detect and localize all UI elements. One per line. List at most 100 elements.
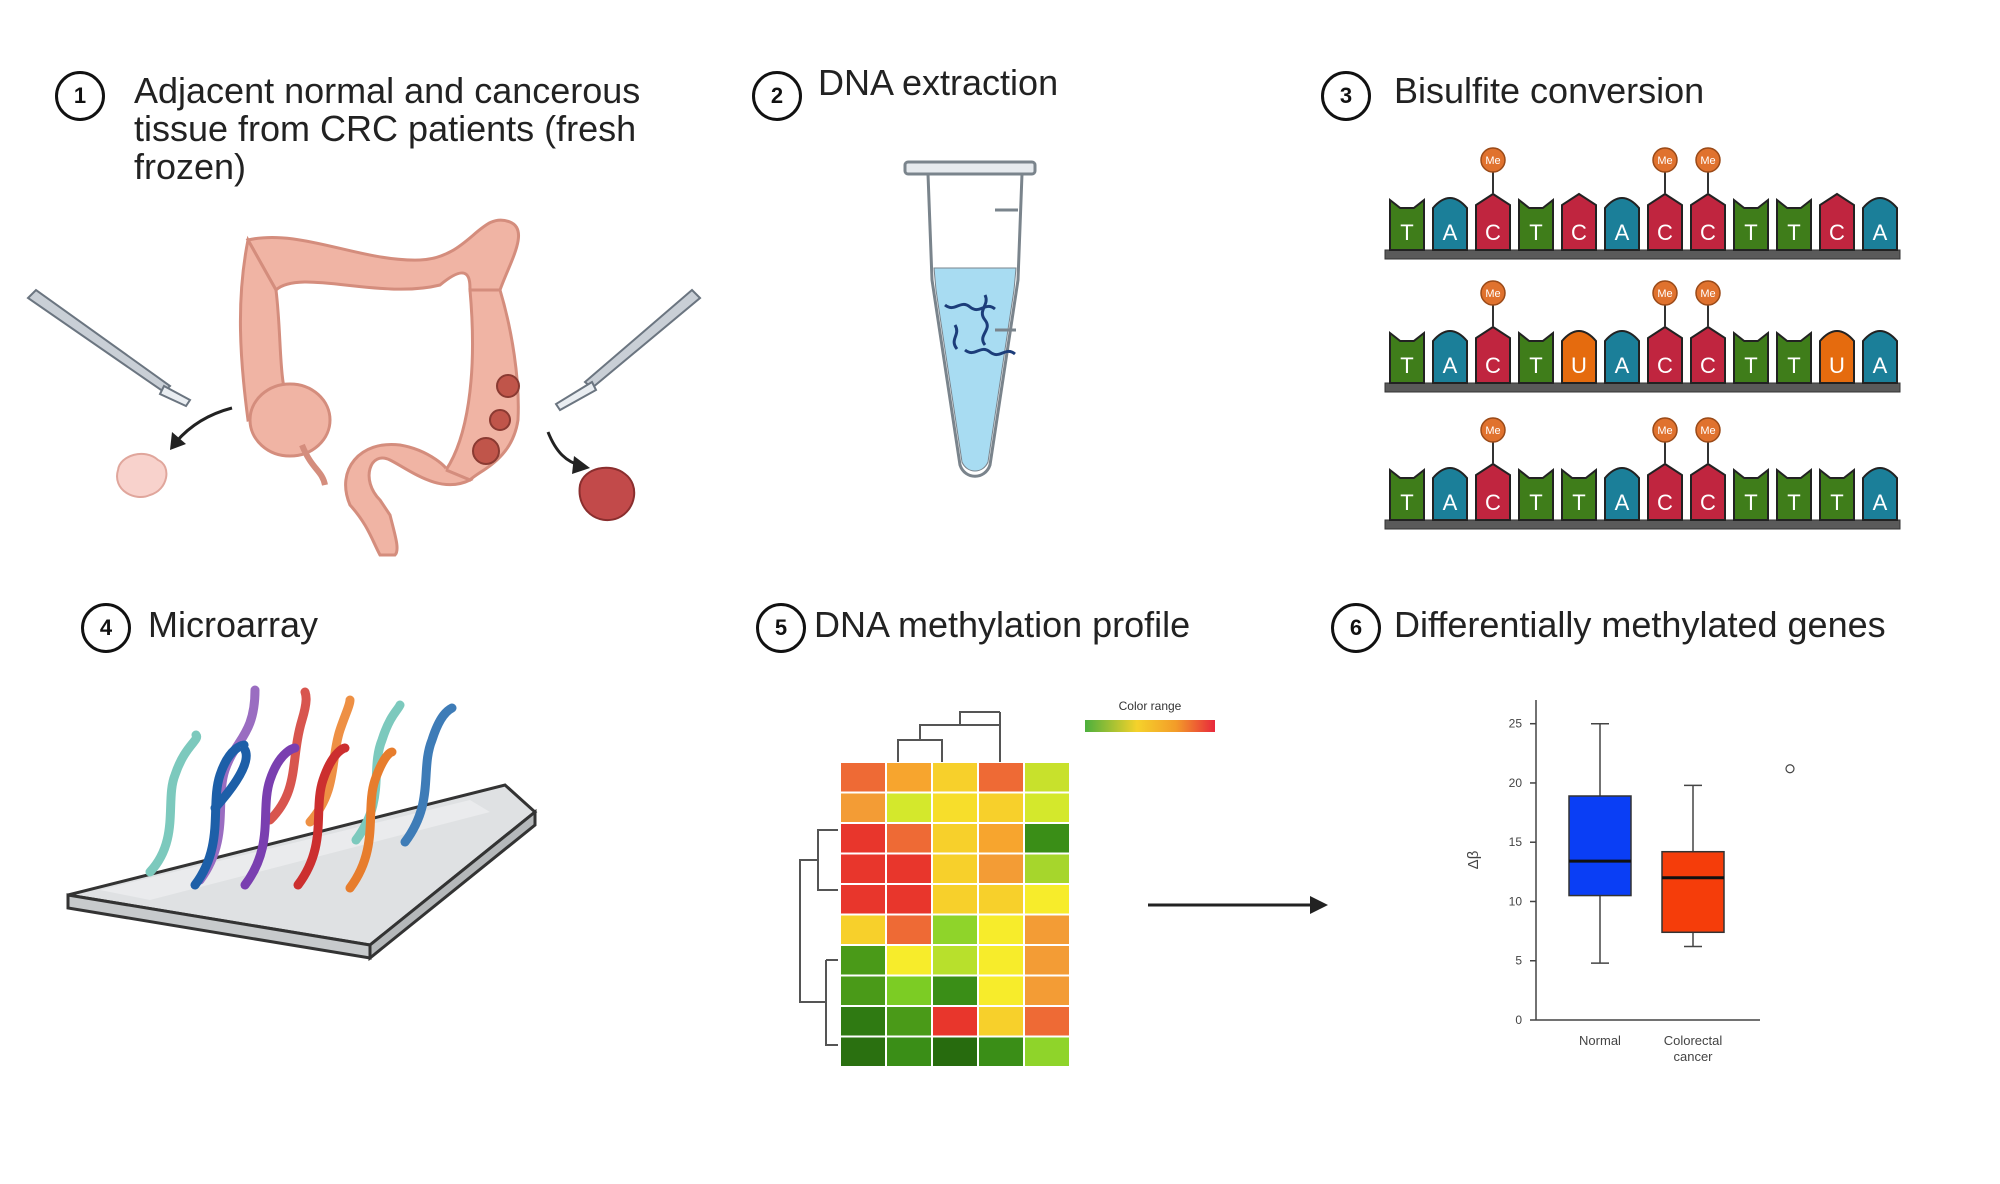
heatmap-cell (931, 1035, 979, 1068)
nucleotide-base (1776, 197, 1812, 251)
nucleotide-base (1733, 467, 1769, 521)
methyl-group-icon (1480, 417, 1506, 443)
step-3-number: 3 (1321, 71, 1371, 121)
nucleotide-base (1604, 330, 1640, 384)
heatmap-cell (1023, 822, 1071, 855)
nucleotide-base (1475, 192, 1511, 251)
heatmap-cell (977, 1035, 1025, 1068)
nucleotide-base (1604, 197, 1640, 251)
scalpel-left-icon (26, 288, 192, 408)
heatmap-cell (885, 791, 933, 824)
heatmap-cell (931, 852, 979, 885)
heatmap-cell (839, 822, 887, 855)
heatmap-cell (885, 974, 933, 1007)
heatmap-cell (931, 761, 979, 794)
nucleotide-base (1862, 330, 1898, 384)
heatmap-cell (931, 883, 979, 916)
nucleotide-letter: T (1744, 220, 1757, 245)
heatmap-cell (977, 852, 1025, 885)
strand-backbone (1384, 382, 1901, 393)
nucleotide-base (1733, 197, 1769, 251)
methyl-label: Me (1657, 155, 1672, 167)
methyl-label: Me (1485, 288, 1500, 300)
heatmap-cell (1023, 1035, 1071, 1068)
nucleotide-letter: A (1443, 490, 1458, 515)
y-tick-label: 25 (1509, 717, 1523, 731)
nucleotide-letter: T (1787, 220, 1800, 245)
nucleotide-base (1776, 330, 1812, 384)
methyl-label: Me (1700, 288, 1715, 300)
nucleotide-letter: T (1787, 353, 1800, 378)
step-3-title: Bisulfite conversion (1394, 70, 1705, 111)
nucleotide-letter: C (1485, 490, 1501, 515)
step-5-number: 5 (756, 603, 806, 653)
methyl-label: Me (1700, 155, 1715, 167)
nucleotide-base (1733, 330, 1769, 384)
nucleotide-base (1561, 192, 1597, 251)
heatmap-cell (1023, 852, 1071, 885)
heatmap-cell (931, 1005, 979, 1038)
microarray-slide-icon (66, 685, 538, 962)
heatmap-cell (931, 944, 979, 977)
heatmap-cell (839, 761, 887, 794)
heatmap-cell (1023, 913, 1071, 946)
heatmap-cell (839, 1035, 887, 1068)
step-2-number: 2 (752, 71, 802, 121)
heatmap-cell (1023, 791, 1071, 824)
methyl-group-icon (1695, 417, 1721, 443)
nucleotide-base (1690, 192, 1726, 251)
nucleotide-base (1819, 192, 1855, 251)
heatmap-cell (977, 913, 1025, 946)
nucleotide-letter: C (1700, 220, 1716, 245)
x-tick-label: cancer (1673, 1049, 1713, 1064)
nucleotide-letter: A (1443, 353, 1458, 378)
nucleotide-letter: C (1657, 353, 1673, 378)
nucleotide-base (1776, 467, 1812, 521)
nucleotide-letter: U (1571, 353, 1587, 378)
heatmap-cell (839, 852, 887, 885)
heatmap-cell (977, 761, 1025, 794)
methyl-label: Me (1700, 425, 1715, 437)
step-5-title: DNA methylation profile (814, 604, 1191, 645)
nucleotide-base (1518, 330, 1554, 384)
y-tick-label: 15 (1509, 835, 1523, 849)
nucleotide-letter: A (1615, 220, 1630, 245)
nucleotide-letter: T (1529, 353, 1542, 378)
y-tick-label: 20 (1509, 776, 1523, 790)
nucleotide-base (1690, 325, 1726, 384)
nucleotide-base (1389, 197, 1425, 251)
heatmap-cell (885, 822, 933, 855)
step-1-title: Adjacent normal and cancerous tissue fro… (134, 70, 641, 187)
nucleotide-base (1561, 467, 1597, 521)
heatmap-cell (885, 913, 933, 946)
nucleotide-base (1690, 462, 1726, 521)
heatmap-cell (977, 883, 1025, 916)
nucleotide-letter: C (1829, 220, 1845, 245)
box-colorectal-cancer (1661, 850, 1725, 934)
nucleotide-base (1819, 467, 1855, 521)
nucleotide-letter: A (1443, 220, 1458, 245)
x-tick-label: Normal (1579, 1033, 1621, 1048)
heatmap-cell (839, 791, 887, 824)
heatmap-cell (839, 1005, 887, 1038)
nucleotide-letter: T (1529, 490, 1542, 515)
methyl-label: Me (1485, 155, 1500, 167)
nucleotide-letter: A (1615, 353, 1630, 378)
heatmap-cell (931, 791, 979, 824)
y-tick-label: 5 (1515, 954, 1522, 968)
nucleotide-base (1432, 467, 1468, 521)
nucleotide-letter: T (1572, 490, 1585, 515)
nucleotide-base (1561, 330, 1597, 384)
heatmap-cell (1023, 883, 1071, 916)
nucleotide-letter: U (1829, 353, 1845, 378)
nucleotide-base (1432, 330, 1468, 384)
heatmap-cell (885, 1035, 933, 1068)
nucleotide-letter: T (1529, 220, 1542, 245)
nucleotide-letter: C (1571, 220, 1587, 245)
nucleotide-base (1819, 330, 1855, 384)
strand-backbone (1384, 249, 1901, 260)
heatmap-cell (885, 761, 933, 794)
methyl-group-icon (1480, 280, 1506, 306)
nucleotide-letter: T (1830, 490, 1843, 515)
